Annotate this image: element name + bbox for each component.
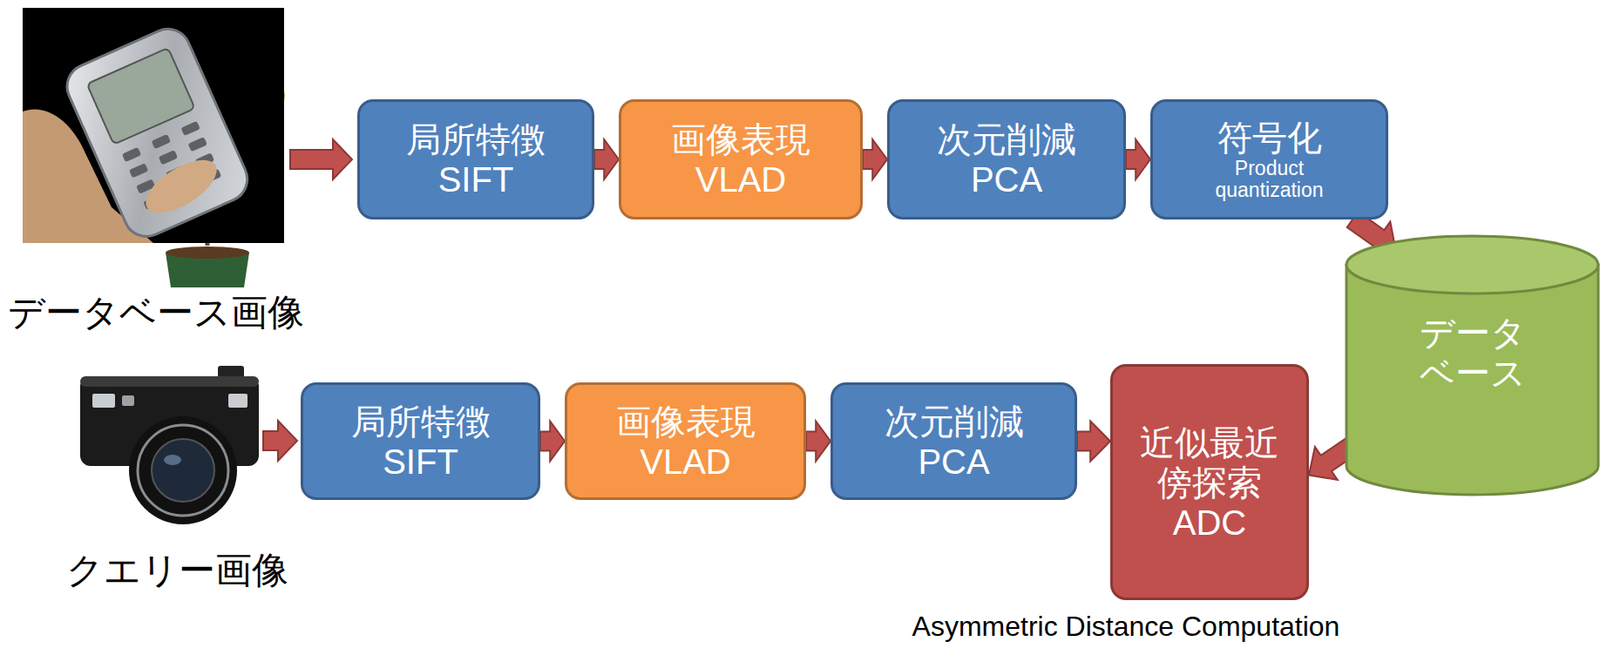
step-name: 局所特徴: [351, 401, 491, 442]
store-name: データ ベース: [1410, 312, 1536, 394]
photo-background: [22, 7, 285, 244]
step-name: 次元削減: [884, 401, 1024, 442]
process-box: 符号化Product quantization: [1150, 99, 1389, 220]
method-name: PCA: [917, 441, 990, 482]
method-name: VLAD: [639, 441, 732, 482]
image-caption: クエリー画像: [66, 549, 289, 593]
bonsai-soil: [165, 246, 250, 259]
database-cylinder: データ ベース: [1344, 234, 1600, 497]
block-arrow: [806, 421, 831, 462]
viewfinder-window: [228, 393, 248, 408]
lens-glass: [151, 439, 215, 502]
method-name: SIFT: [438, 159, 515, 200]
step-name: 符号化: [1217, 117, 1323, 158]
block-arrow: [862, 139, 888, 180]
lens-highlight: [163, 454, 182, 466]
image-caption: データベース画像: [7, 291, 305, 335]
acronym-expansion: Asymmetric Distance Computation: [912, 610, 1341, 644]
step-name: 画像表現: [616, 401, 756, 442]
cylinder-body: [1346, 264, 1599, 495]
viewfinder-window: [92, 393, 116, 408]
method-name: Product quantization: [1189, 157, 1350, 203]
method-name: PCA: [970, 159, 1043, 200]
camera-lens: [128, 416, 238, 525]
process-box: 局所特徴SIFT: [357, 99, 595, 220]
block-arrow: [1077, 421, 1111, 462]
viewfinder-window: [122, 395, 135, 407]
thumb: [137, 149, 225, 224]
method-name: ADC: [1172, 502, 1247, 543]
search-box: 近似最近 傍探索ADC: [1110, 364, 1309, 601]
process-box: 画像表現VLAD: [564, 382, 807, 501]
database-photo: [22, 7, 353, 288]
block-arrow: [540, 421, 565, 462]
process-box: 次元削減PCA: [830, 382, 1078, 501]
lens-ring: [137, 425, 229, 516]
shutter-dial: [217, 366, 245, 379]
block-arrow: [594, 139, 619, 180]
step-name: 近似最近 傍探索: [1131, 422, 1289, 503]
mobile-phone: [60, 21, 255, 245]
input-arrow: [290, 139, 353, 180]
method-name: VLAD: [695, 159, 787, 200]
top-plate: [80, 376, 259, 387]
block-arrow: [1125, 139, 1151, 180]
method-name: SIFT: [382, 441, 459, 482]
step-name: 局所特徴: [406, 119, 546, 160]
input-arrow: [263, 420, 298, 462]
process-box: 次元削減PCA: [887, 99, 1126, 220]
step-name: 画像表現: [671, 119, 811, 160]
process-box: 画像表現VLAD: [618, 99, 863, 220]
process-box: 局所特徴SIFT: [300, 382, 541, 501]
query-camera: [80, 366, 298, 525]
step-name: 次元削減: [936, 119, 1077, 160]
cylinder-top: [1346, 236, 1599, 294]
